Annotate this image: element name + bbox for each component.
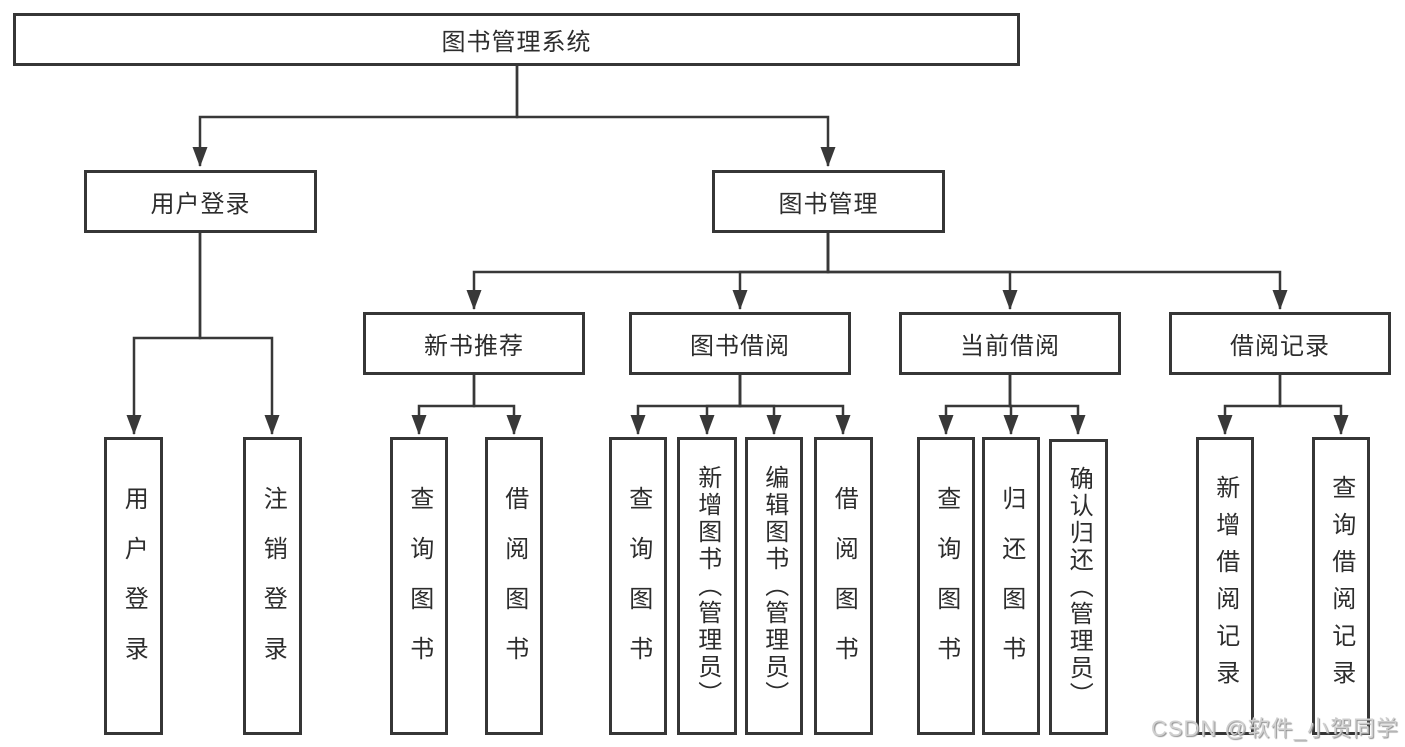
node-book-management: 图书管理 <box>712 170 945 233</box>
leaf-label: 归还图书 <box>997 486 1025 686</box>
leaf-return-books: 归还图书 <box>982 437 1040 735</box>
leaf-query-books: 查询图书 <box>917 437 975 735</box>
leaf-label: 借阅图书 <box>500 486 528 686</box>
leaf-label: 注销登录 <box>259 486 287 686</box>
leaf-label: 确认归还（管理员） <box>1065 465 1093 709</box>
leaf-query-books: 查询图书 <box>609 437 667 735</box>
leaf-borrow-books: 借阅图书 <box>814 437 873 735</box>
node-library-management-system: 图书管理系统 <box>13 13 1020 66</box>
node-new-book-recommend: 新书推荐 <box>363 312 585 375</box>
leaf-label: 新增借阅记录 <box>1211 475 1239 697</box>
leaf-query-borrow-record: 查询借阅记录 <box>1312 437 1370 735</box>
leaf-label: 用户登录 <box>120 486 148 686</box>
node-label: 新书推荐 <box>424 333 524 360</box>
leaf-label: 借阅图书 <box>830 486 858 686</box>
watermark: CSDN @软件_小贺同学 <box>1150 716 1399 741</box>
leaf-label: 新增图书（管理员） <box>693 464 721 708</box>
node-label: 图书管理 <box>778 191 879 218</box>
leaf-user-login: 用户登录 <box>104 437 163 735</box>
leaf-label: 编辑图书（管理员） <box>760 464 788 708</box>
leaf-label: 查询借阅记录 <box>1327 475 1355 697</box>
leaf-borrow-books: 借阅图书 <box>485 437 543 735</box>
node-book-borrow: 图书借阅 <box>629 312 851 375</box>
leaf-query-books: 查询图书 <box>390 437 448 735</box>
leaf-add-borrow-record: 新增借阅记录 <box>1196 437 1254 735</box>
node-borrow-records: 借阅记录 <box>1169 312 1391 375</box>
node-user-login: 用户登录 <box>84 170 317 233</box>
leaf-edit-books-admin: 编辑图书（管理员） <box>745 437 803 735</box>
leaf-add-books-admin: 新增图书（管理员） <box>677 437 737 735</box>
node-label: 当前借阅 <box>960 333 1060 360</box>
leaf-label: 查询图书 <box>624 486 652 686</box>
node-label: 借阅记录 <box>1230 333 1330 360</box>
node-label: 图书管理系统 <box>441 29 592 56</box>
node-current-borrow: 当前借阅 <box>899 312 1121 375</box>
leaf-label: 查询图书 <box>405 486 433 686</box>
leaf-label: 查询图书 <box>932 486 960 686</box>
node-label: 图书借阅 <box>690 333 790 360</box>
leaf-logout: 注销登录 <box>243 437 302 735</box>
node-label: 用户登录 <box>150 191 251 218</box>
leaf-confirm-return-admin: 确认归还（管理员） <box>1049 439 1108 735</box>
